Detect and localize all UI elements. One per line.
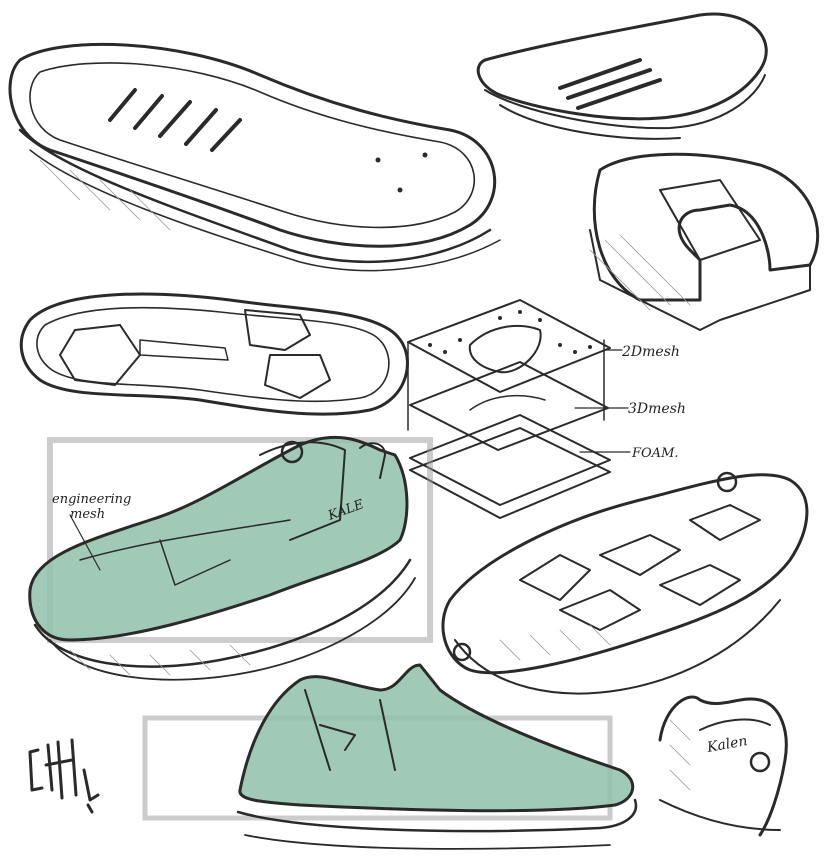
sole-top-view (19, 292, 409, 416)
label-brand-heel: Kalen (705, 733, 749, 756)
green-shoe-side-view (28, 435, 433, 681)
logo-circle-icon (280, 440, 304, 464)
outsole-top-right (476, 12, 768, 140)
label-3d-mesh: 3Dmesh (628, 401, 686, 417)
label-2d-mesh: 2Dmesh (621, 344, 680, 360)
label-engineering-mesh-1: engineering (52, 492, 131, 507)
outsole-top-left (8, 42, 501, 272)
logo-circle-icon (749, 751, 771, 773)
material-layer-stack (407, 299, 631, 519)
heel-rear-view (658, 695, 788, 837)
green-shoe-bottom (142, 663, 638, 850)
label-foam: FOAM. (631, 446, 679, 461)
heel-insert (589, 152, 820, 331)
outsole-tread-view (441, 471, 809, 695)
label-engineering-mesh-2: mesh (70, 507, 105, 522)
signature-monogram (28, 738, 100, 814)
logo-circle-icon (452, 471, 738, 662)
